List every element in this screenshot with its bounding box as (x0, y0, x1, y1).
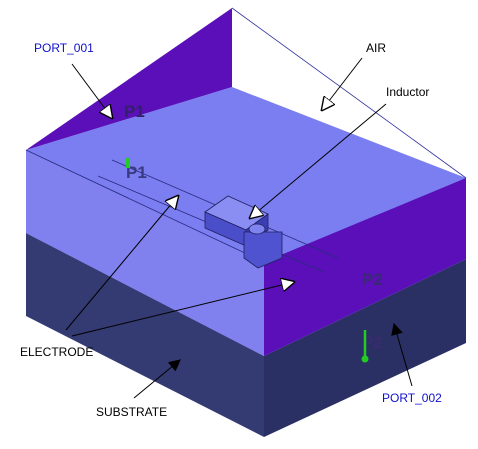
electrode-arrow-1 (65, 196, 178, 331)
electrode-line-1 (25, 149, 265, 263)
front-left-face (26, 150, 264, 356)
p2-port-marker-dot (361, 355, 369, 363)
electrode-label: ELECTRODE (20, 345, 93, 359)
port-002-wall (264, 178, 466, 356)
inductor-arrow (250, 103, 387, 218)
air-label: AIR (366, 41, 386, 55)
substrate-arrow (133, 359, 181, 399)
air-arrow (322, 57, 363, 110)
p1-plane-mark: P1 (126, 163, 147, 182)
p1-wall-mark: P1 (124, 102, 145, 121)
port-002-arrow (391, 322, 413, 387)
inductor-component (204, 195, 283, 269)
p1-port-marker (126, 158, 130, 168)
p2-plane-mark: P2 (362, 333, 383, 352)
substrate-label: SUBSTRATE (96, 405, 167, 419)
electrode-arrow-2 (71, 282, 294, 337)
port-001-arrow (71, 63, 112, 118)
air-box-outline (231, 7, 467, 179)
port-001-label: PORT_001 (34, 41, 94, 55)
port-002-label: PORT_002 (382, 391, 442, 405)
p2-wall-mark: P2 (362, 270, 383, 289)
inductor-label: Inductor (386, 85, 429, 99)
substrate-front-face (26, 233, 264, 437)
port-001-wall (26, 8, 232, 150)
